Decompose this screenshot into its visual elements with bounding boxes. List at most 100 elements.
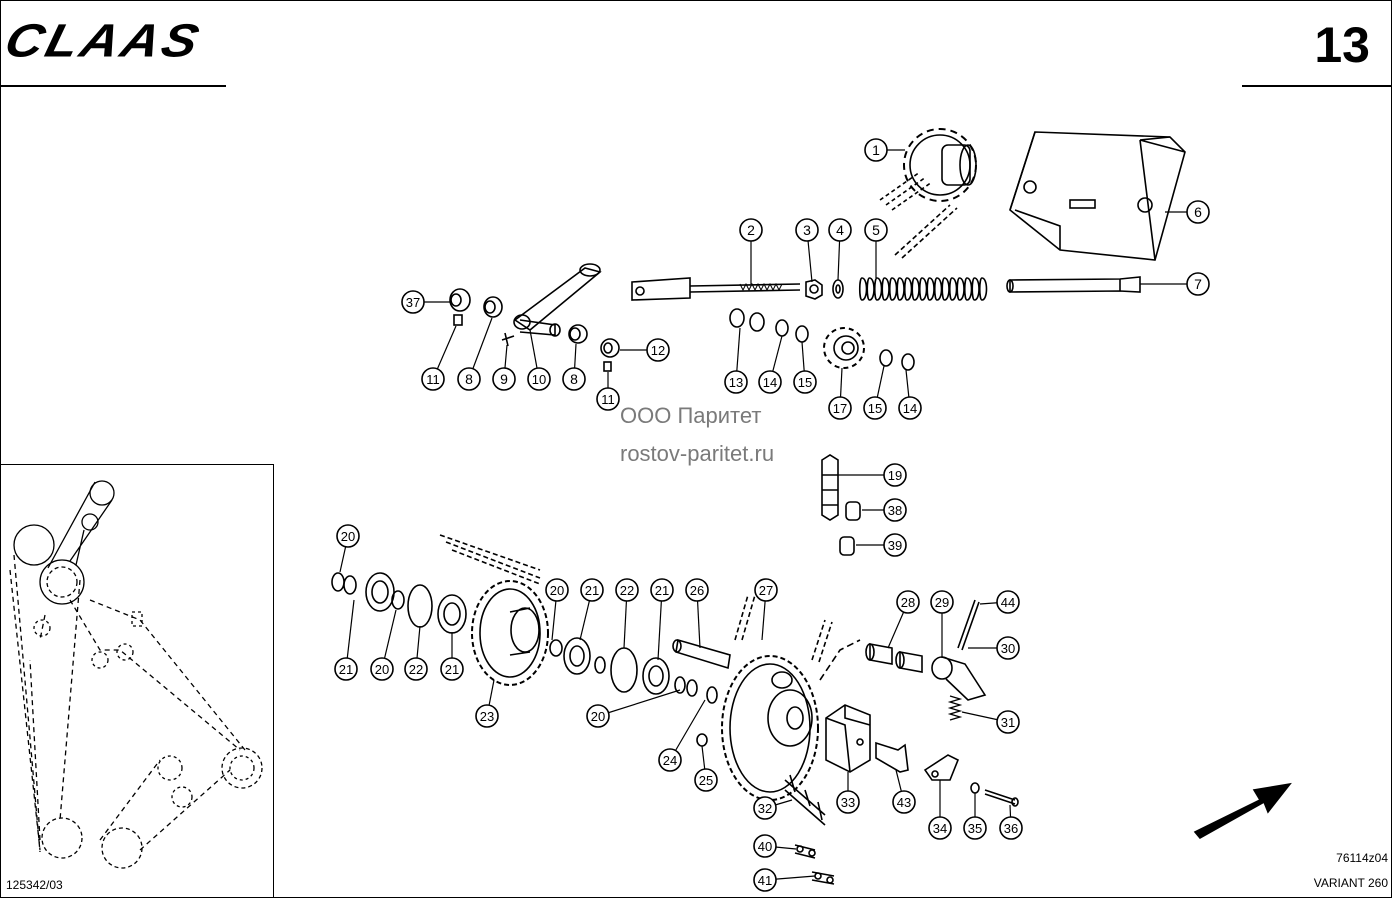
callout-label: 25 xyxy=(699,773,713,788)
part-housing-6 xyxy=(1009,131,1186,261)
drawing-code: 76114z04 xyxy=(1336,851,1388,865)
callout-1: 1 xyxy=(864,138,888,162)
part-washer-13a xyxy=(729,308,745,328)
part-ring-22b xyxy=(610,647,638,693)
callout-26: 26 xyxy=(685,578,709,602)
callout-label: 22 xyxy=(620,583,634,598)
page-number: 13 xyxy=(1314,17,1370,73)
callout-label: 17 xyxy=(833,401,847,416)
watermark-url: rostov-paritet.ru xyxy=(620,441,775,466)
callout-label: 1 xyxy=(872,142,880,158)
callout-14: 14 xyxy=(898,396,922,420)
callout-3: 3 xyxy=(795,218,819,242)
part-bushing-8b xyxy=(568,324,588,344)
callout-7: 7 xyxy=(1186,272,1210,296)
callout-10: 10 xyxy=(527,367,551,391)
callout-19: 19 xyxy=(883,463,907,487)
callout-label: 13 xyxy=(729,375,743,390)
callout-21: 21 xyxy=(580,578,604,602)
callout-11: 11 xyxy=(421,367,445,391)
callout-11: 11 xyxy=(596,387,620,411)
inset-overview-panel xyxy=(0,464,274,898)
callout-36: 36 xyxy=(999,816,1023,840)
callout-label: 41 xyxy=(758,873,772,888)
callout-label: 21 xyxy=(445,662,459,677)
callout-label: 24 xyxy=(663,753,677,768)
callout-label: 35 xyxy=(968,821,982,836)
callout-30: 30 xyxy=(996,636,1020,660)
callout-44: 44 xyxy=(996,590,1020,614)
inset-machine-sketch xyxy=(9,480,263,869)
part-shaft-26 xyxy=(672,638,731,670)
callout-leader-lines xyxy=(339,149,1198,881)
callout-13: 13 xyxy=(724,370,748,394)
callout-34: 34 xyxy=(928,816,952,840)
part-rod-2 xyxy=(631,277,801,301)
part-bearing-21a xyxy=(365,572,395,612)
callout-32: 32 xyxy=(753,796,777,820)
callout-label: 20 xyxy=(550,583,564,598)
callout-label: 4 xyxy=(836,222,844,238)
callout-24: 24 xyxy=(658,748,682,772)
callout-41: 41 xyxy=(753,868,777,892)
callout-21: 21 xyxy=(334,657,358,681)
part-plate-34 xyxy=(923,754,960,781)
part-pin-9 xyxy=(501,332,515,347)
callout-label: 8 xyxy=(465,371,473,387)
direction-arrow xyxy=(1193,782,1292,840)
part-chain-link-38 xyxy=(845,501,861,521)
callout-label: 2 xyxy=(747,222,755,238)
callout-leader xyxy=(597,689,681,717)
callout-label: 23 xyxy=(480,709,494,724)
callout-25: 25 xyxy=(694,768,718,792)
callout-20: 20 xyxy=(545,578,569,602)
callout-15: 15 xyxy=(793,370,817,394)
callout-38: 38 xyxy=(883,498,907,522)
callout-6: 6 xyxy=(1186,200,1210,224)
part-spring-31 xyxy=(947,695,963,721)
part-circlips-20e xyxy=(674,676,698,697)
callout-label: 15 xyxy=(798,375,812,390)
callout-label: 9 xyxy=(500,371,508,387)
callout-37: 37 xyxy=(401,290,425,314)
callout-label: 11 xyxy=(426,372,440,387)
callout-20: 20 xyxy=(370,657,394,681)
part-washer-14b xyxy=(901,353,915,371)
callout-20: 20 xyxy=(586,704,610,728)
callout-label: 40 xyxy=(758,839,772,854)
callout-label: 34 xyxy=(933,821,947,836)
part-chain-19 xyxy=(821,454,839,521)
callout-4: 4 xyxy=(828,218,852,242)
callout-14: 14 xyxy=(758,370,782,394)
callout-40: 40 xyxy=(753,834,777,858)
callout-label: 27 xyxy=(759,583,773,598)
part-circlip-20d xyxy=(594,656,606,674)
callout-28: 28 xyxy=(896,590,920,614)
callout-22: 22 xyxy=(404,657,428,681)
part-grub-screw-11b xyxy=(603,361,612,372)
part-bushing-37 xyxy=(449,288,471,312)
part-ring-22a xyxy=(407,584,433,628)
callout-9: 9 xyxy=(492,367,516,391)
part-nut-3 xyxy=(805,279,823,300)
callout-5: 5 xyxy=(864,218,888,242)
callout-label: 26 xyxy=(690,583,704,598)
callout-label: 32 xyxy=(758,801,772,816)
part-shaft-7 xyxy=(1006,276,1141,293)
inset-code: 125342/03 xyxy=(6,878,63,892)
part-cam-29 xyxy=(931,656,987,701)
callout-label: 8 xyxy=(570,371,578,387)
part-washer-14a xyxy=(775,319,789,337)
callout-label: 6 xyxy=(1194,204,1202,220)
part-chain-link-41 xyxy=(811,871,835,885)
callout-8: 8 xyxy=(457,367,481,391)
part-circlip-20b xyxy=(391,590,405,610)
part-connector-43 xyxy=(875,741,909,773)
callout-label: 39 xyxy=(888,538,902,553)
part-sprocket-17 xyxy=(823,327,865,369)
callout-label: 21 xyxy=(655,583,669,598)
callout-label: 33 xyxy=(841,795,855,810)
